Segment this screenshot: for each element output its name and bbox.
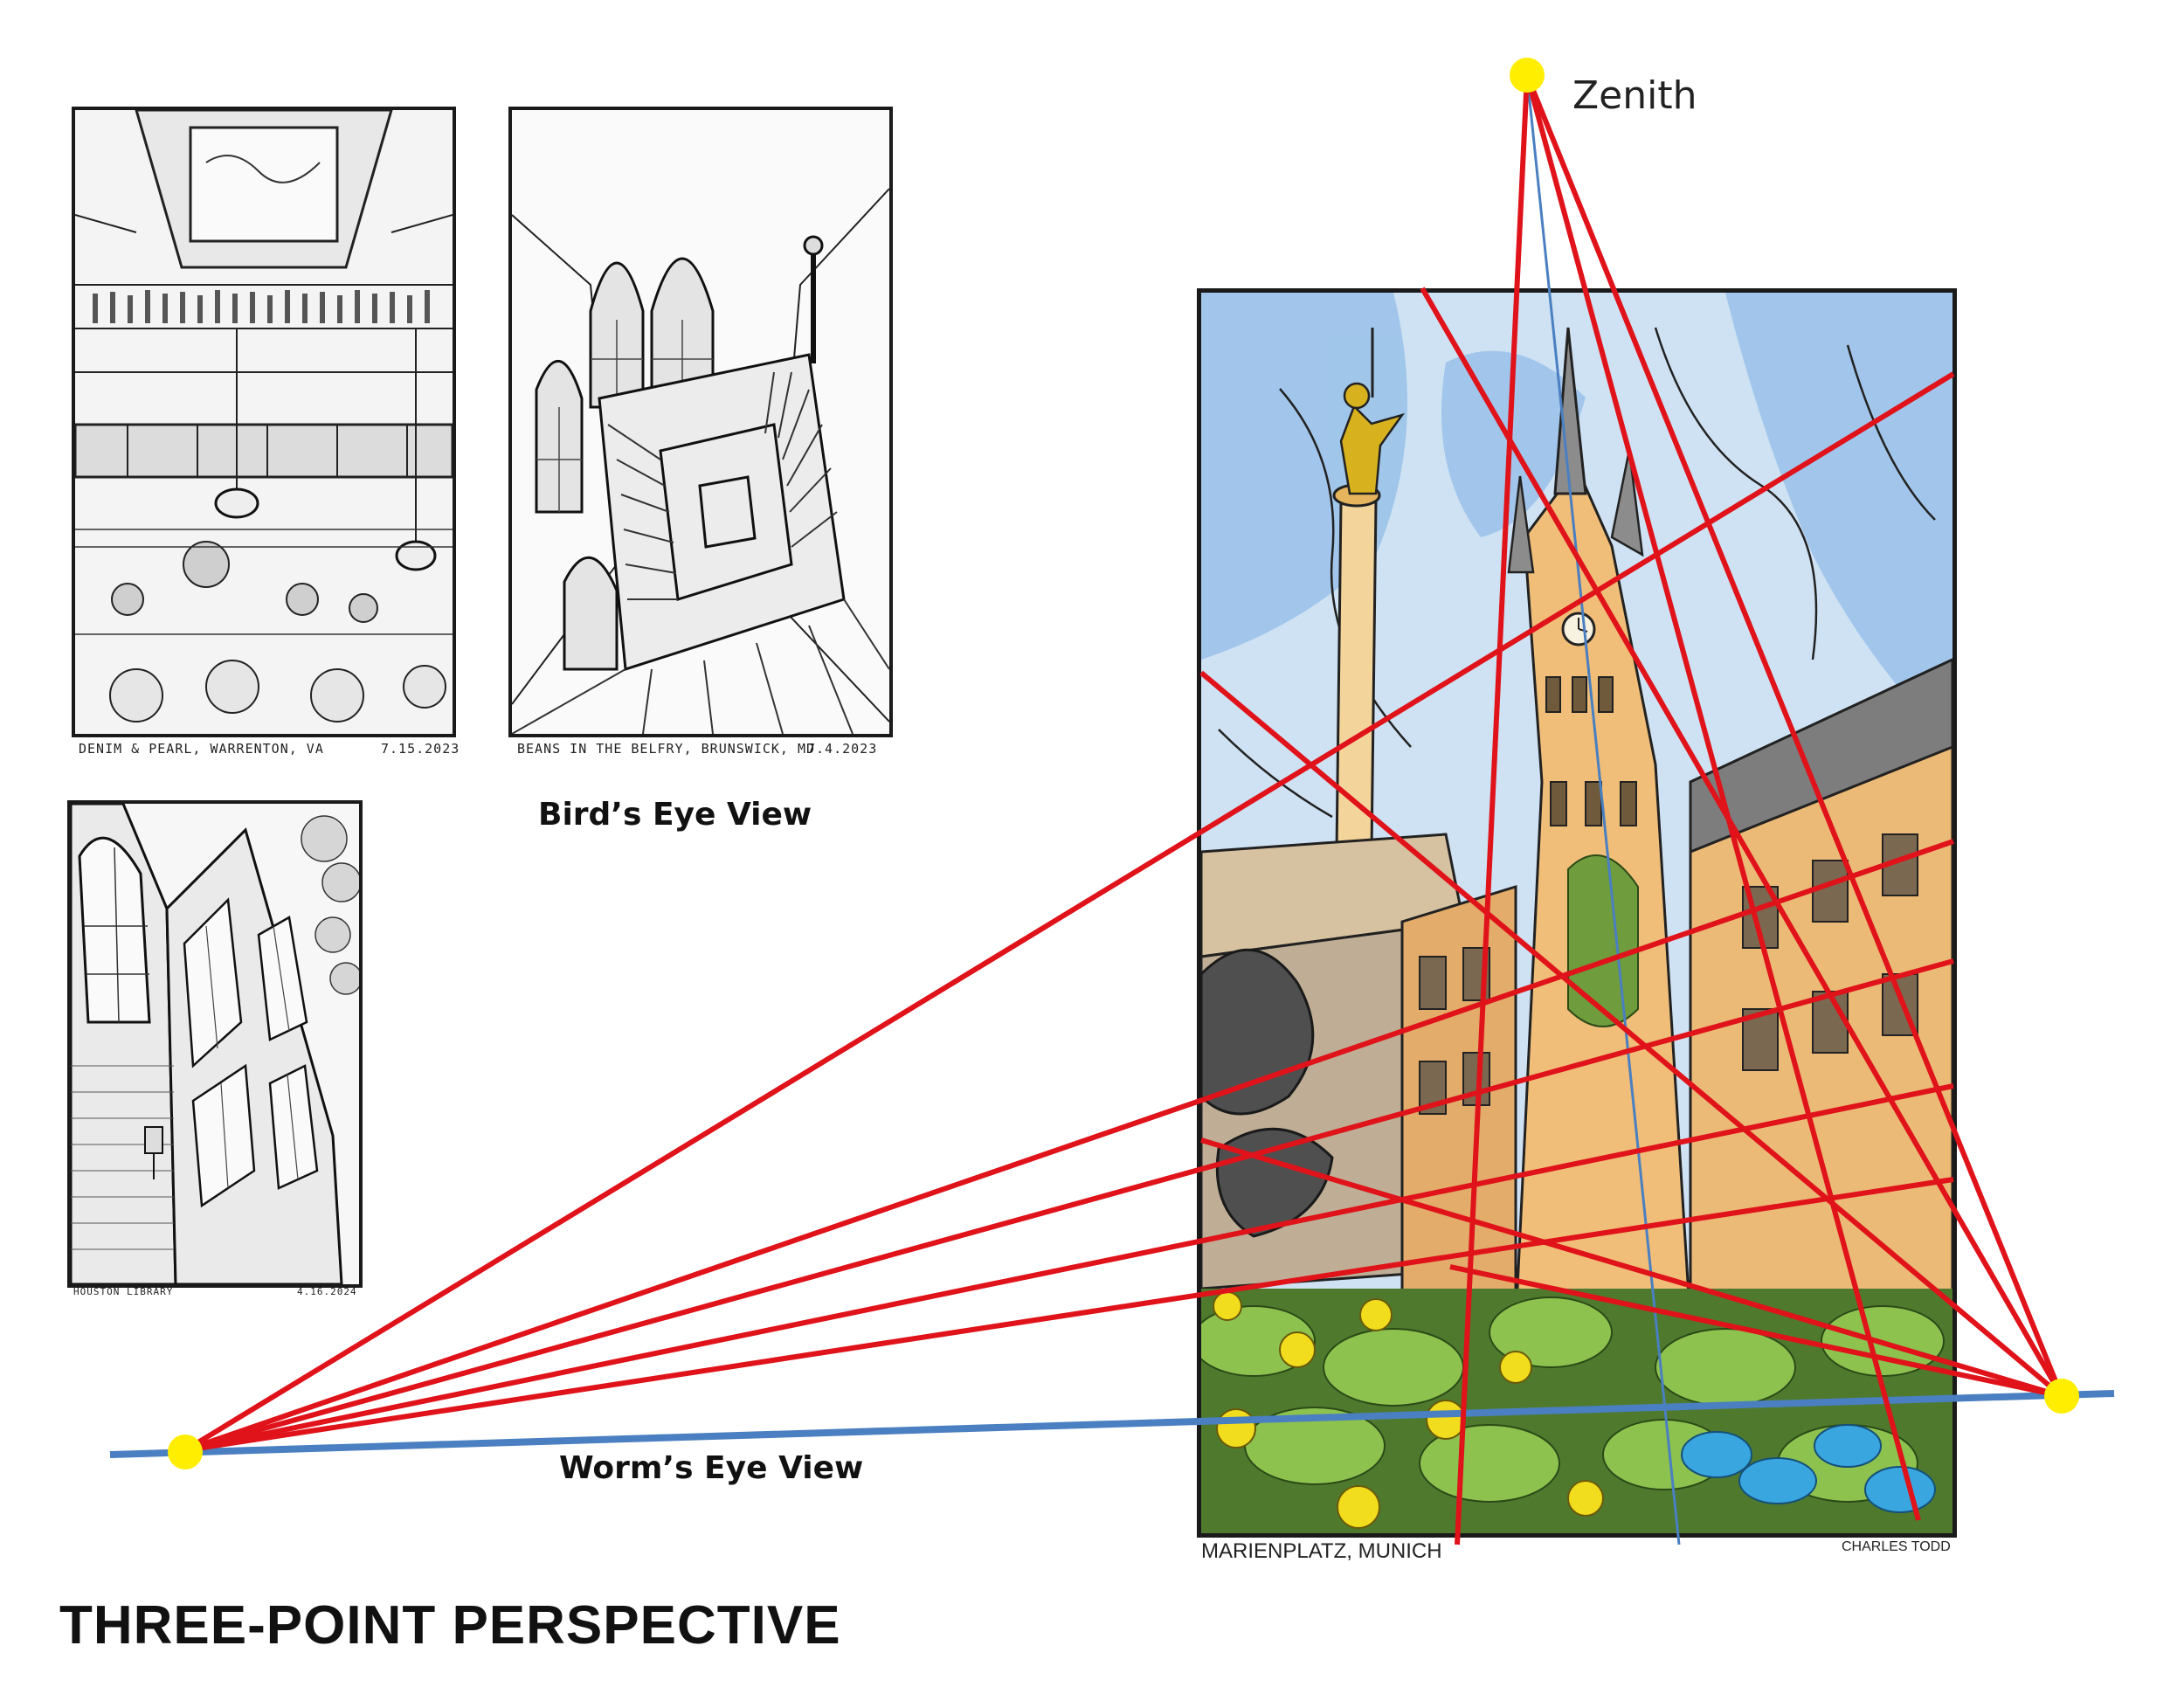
birds-eye-label: Bird’s Eye View [538,797,812,833]
denim-pearl-caption: DENIM & PEARL, WARRENTON, VA [79,741,324,757]
munich-drawing [1201,293,1952,1533]
sketch-library [67,800,363,1288]
library-caption: HOUSTON LIBRARY [73,1286,174,1297]
left-vanishing-point [168,1435,203,1469]
library-drawing [71,804,359,1284]
right-vanishing-point [2044,1379,2079,1414]
worms-eye-label: Worm’s Eye View [559,1450,864,1486]
sketch-belfry [508,107,893,737]
belfry-drawing [512,110,889,734]
munich-caption: MARIENPLATZ, MUNICH [1201,1539,1442,1563]
denim-pearl-drawing [75,110,453,734]
belfry-date: 7.4.2023 [807,741,878,757]
sketch-munich [1197,288,1957,1538]
zenith-point [1510,58,1545,93]
library-date: 4.16.2024 [297,1286,357,1297]
page-title: THREE-POINT PERSPECTIVE [59,1595,841,1656]
munich-artist: CHARLES TODD [1842,1539,1951,1554]
sketch-denim-pearl [72,107,456,737]
zenith-label: Zenith [1572,73,1697,118]
denim-pearl-date: 7.15.2023 [381,741,460,757]
belfry-caption: BEANS IN THE BELFRY, BRUNSWICK, MD [517,741,816,757]
